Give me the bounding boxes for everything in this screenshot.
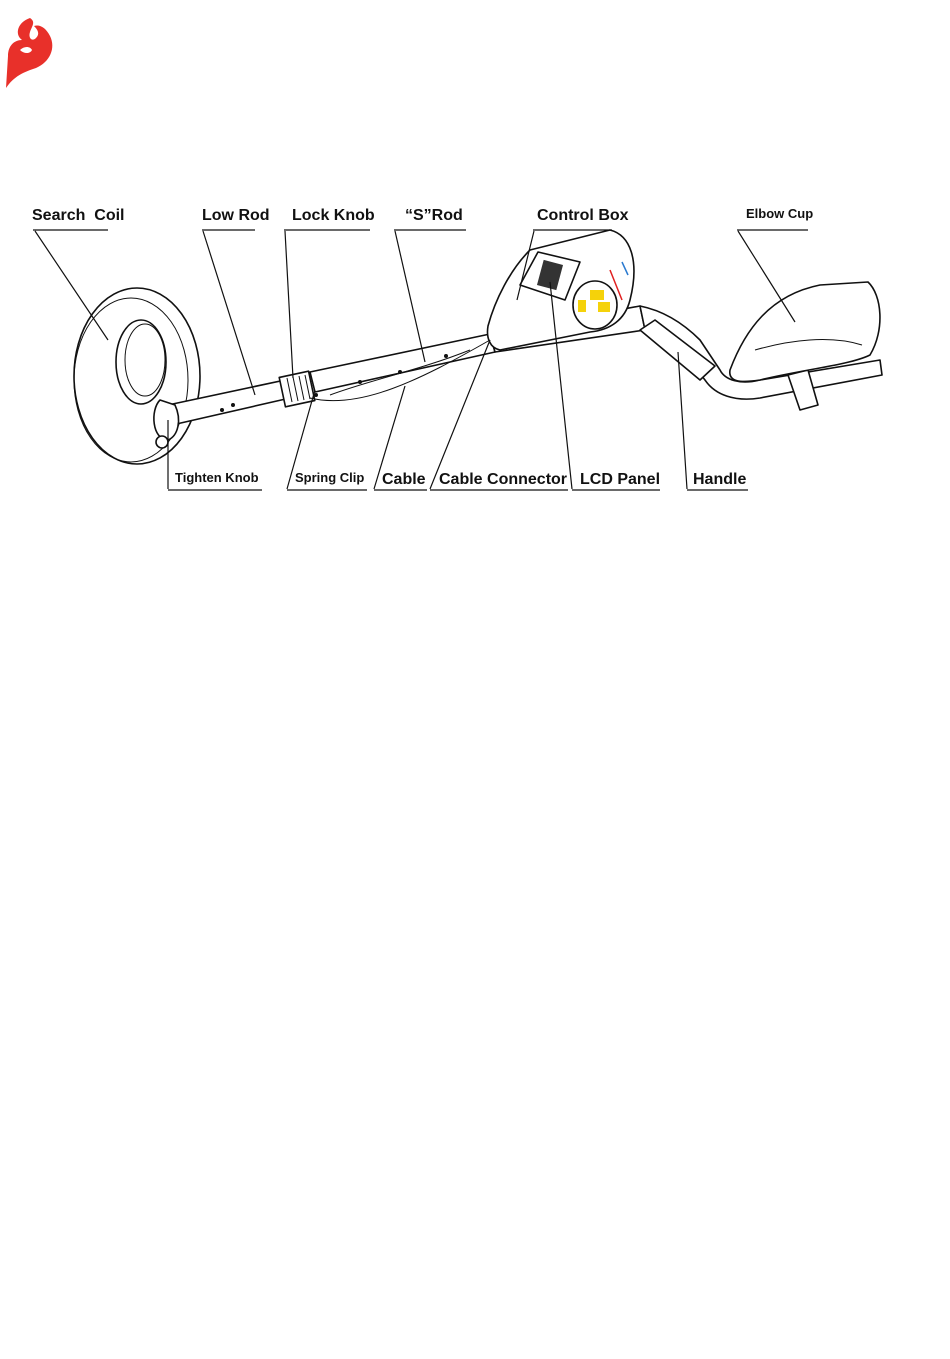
label-search-coil: Search Coil	[32, 207, 124, 224]
label-cable: Cable	[382, 471, 426, 488]
search-coil-drawing	[73, 287, 201, 465]
control-box-drawing	[486, 229, 635, 351]
lcd-panel-drawing	[536, 259, 564, 291]
label-elbow-cup: Elbow Cup	[746, 206, 813, 221]
flame-logo	[6, 18, 53, 88]
label-lock-knob: Lock Knob	[292, 207, 375, 224]
label-control-box: Control Box	[537, 207, 629, 224]
label-handle: Handle	[693, 471, 746, 488]
label-cable-connector: Cable Connector	[439, 471, 567, 488]
handle-drawing	[639, 305, 883, 411]
label-s-rod: “S”Rod	[405, 207, 463, 224]
leader-lines	[33, 229, 808, 491]
elbow-cup-drawing	[729, 281, 881, 383]
label-low-rod: Low Rod	[202, 207, 270, 224]
label-spring-clip: Spring Clip	[295, 470, 364, 485]
label-lcd-panel: LCD Panel	[580, 471, 660, 488]
label-tighten-knob: Tighten Knob	[175, 470, 259, 485]
